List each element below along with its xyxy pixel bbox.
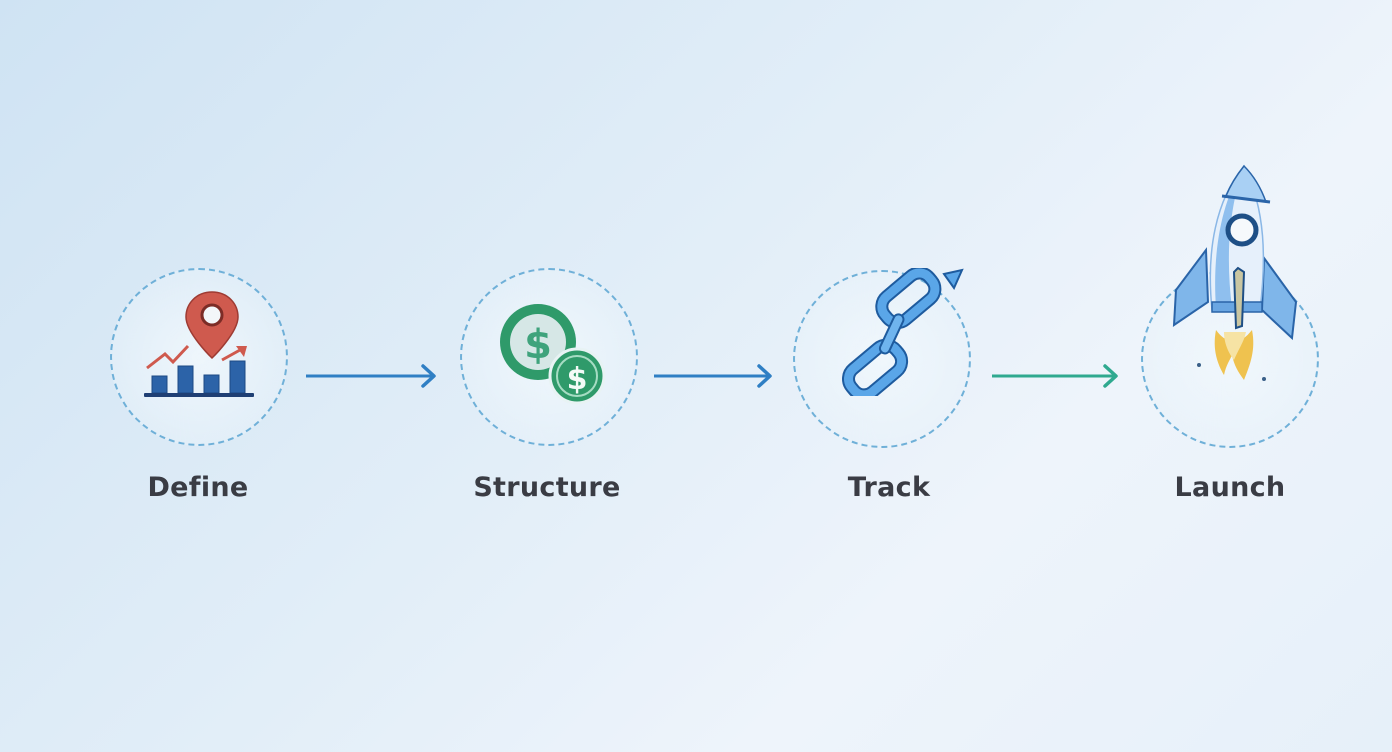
chain-link-icon — [842, 268, 964, 396]
step-label-track: Track — [847, 472, 931, 503]
arrow-right-icon — [992, 364, 1118, 388]
step-label-launch: Launch — [1174, 472, 1286, 503]
rocket-icon — [1172, 164, 1298, 381]
step-label-define: Define — [147, 472, 249, 503]
svg-text:$: $ — [567, 362, 588, 397]
arrow-right-icon — [654, 364, 772, 388]
svg-text:$: $ — [524, 322, 552, 368]
map-pin-bar-chart-icon — [144, 291, 254, 397]
step-label-structure: Structure — [473, 472, 621, 503]
arrow-right-icon — [306, 364, 436, 388]
dollar-coins-icon: $ $ — [500, 304, 606, 405]
